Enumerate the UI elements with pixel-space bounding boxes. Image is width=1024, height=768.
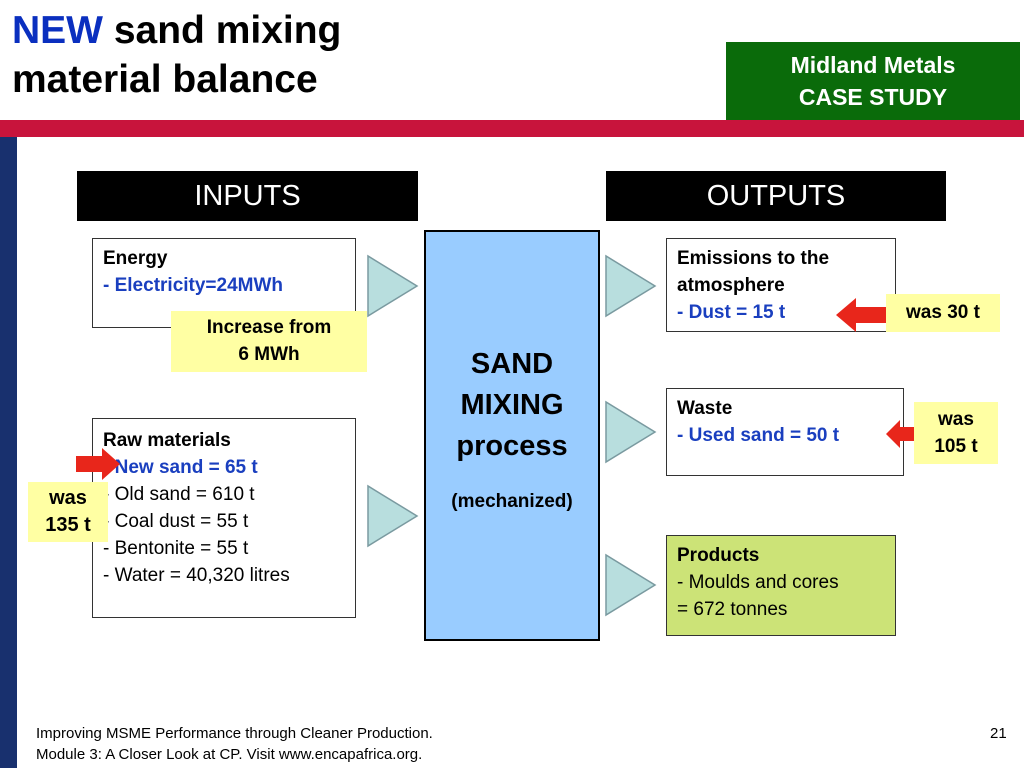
energy-note-line-2: 6 MWh bbox=[238, 344, 300, 365]
triangle-arrow-icon bbox=[605, 400, 657, 464]
waste-note-line-1: was bbox=[938, 409, 974, 430]
waste-box: Waste - Used sand = 50 t bbox=[666, 388, 904, 476]
triangle-arrow-icon bbox=[605, 553, 657, 617]
emissions-note: was 30 t bbox=[886, 294, 1000, 332]
energy-note-line-1: Increase from bbox=[206, 317, 332, 338]
raw-new-sand: - New sand = 65 t bbox=[103, 457, 258, 478]
waste-note-line-2: 105 t bbox=[934, 436, 978, 457]
energy-title: Energy bbox=[103, 248, 168, 269]
emissions-box: Emissions to the atmosphere - Dust = 15 … bbox=[666, 238, 896, 332]
products-line-2: = 672 tonnes bbox=[677, 599, 788, 620]
emissions-title-line-1: Emissions to the bbox=[677, 248, 830, 269]
raw-materials-box: Raw materials - New sand = 65 t - Old sa… bbox=[92, 418, 356, 618]
footer-text: Improving MSME Performance through Clean… bbox=[36, 723, 433, 765]
process-line-3: process bbox=[456, 430, 568, 462]
emissions-item: - Dust = 15 t bbox=[677, 302, 786, 323]
red-block-arrow-icon bbox=[836, 298, 886, 332]
raw-bentonite: - Bentonite = 55 t bbox=[103, 538, 249, 559]
energy-item: - Electricity=24MWh bbox=[103, 275, 284, 296]
title-line-2: material balance bbox=[12, 58, 318, 101]
process-line-2: MIXING bbox=[460, 389, 564, 421]
raw-title: Raw materials bbox=[103, 430, 231, 451]
case-study-badge: Midland Metals CASE STUDY bbox=[726, 42, 1020, 120]
title-line-1: NEW sand mixing bbox=[12, 6, 341, 55]
inputs-header: INPUTS bbox=[77, 171, 418, 221]
emissions-title-line-2: atmosphere bbox=[677, 275, 785, 296]
red-block-arrow-icon bbox=[886, 420, 916, 448]
footer-line-2: Module 3: A Closer Look at CP. Visit www… bbox=[36, 746, 423, 763]
raw-water: - Water = 40,320 litres bbox=[103, 565, 290, 586]
slide-title: NEW sand mixing material balance bbox=[12, 6, 341, 104]
title-rest: sand mixing bbox=[103, 9, 342, 52]
raw-coal-dust: - Coal dust = 55 t bbox=[103, 511, 249, 532]
header-divider-bar bbox=[0, 120, 1024, 137]
triangle-arrow-icon bbox=[367, 484, 419, 548]
footer-line-1: Improving MSME Performance through Clean… bbox=[36, 725, 433, 742]
title-new-word: NEW bbox=[12, 9, 103, 52]
raw-note-line-2: 135 t bbox=[45, 514, 91, 536]
products-line-1: - Moulds and cores bbox=[677, 572, 839, 593]
page-number: 21 bbox=[990, 725, 1007, 742]
raw-old-sand: - Old sand = 610 t bbox=[103, 484, 255, 505]
energy-note: Increase from 6 MWh bbox=[171, 311, 367, 372]
products-box: Products - Moulds and cores = 672 tonnes bbox=[666, 535, 896, 636]
process-line-1: SAND bbox=[470, 348, 554, 380]
waste-note: was 105 t bbox=[914, 402, 998, 464]
badge-line-2: CASE STUDY bbox=[798, 84, 948, 110]
waste-title: Waste bbox=[677, 398, 733, 419]
products-title: Products bbox=[677, 545, 760, 566]
process-subtitle: (mechanized) bbox=[451, 491, 573, 512]
sand-mixing-process-box: SAND MIXING process (mechanized) bbox=[424, 230, 600, 641]
triangle-arrow-icon bbox=[367, 254, 419, 318]
outputs-header: OUTPUTS bbox=[606, 171, 946, 221]
left-side-bar bbox=[0, 137, 17, 768]
waste-item: - Used sand = 50 t bbox=[677, 425, 840, 446]
raw-note-line-1: was bbox=[49, 487, 87, 509]
triangle-arrow-icon bbox=[605, 254, 657, 318]
raw-note: was 135 t bbox=[28, 482, 108, 542]
badge-line-1: Midland Metals bbox=[790, 52, 956, 78]
red-block-arrow-icon bbox=[76, 448, 120, 480]
